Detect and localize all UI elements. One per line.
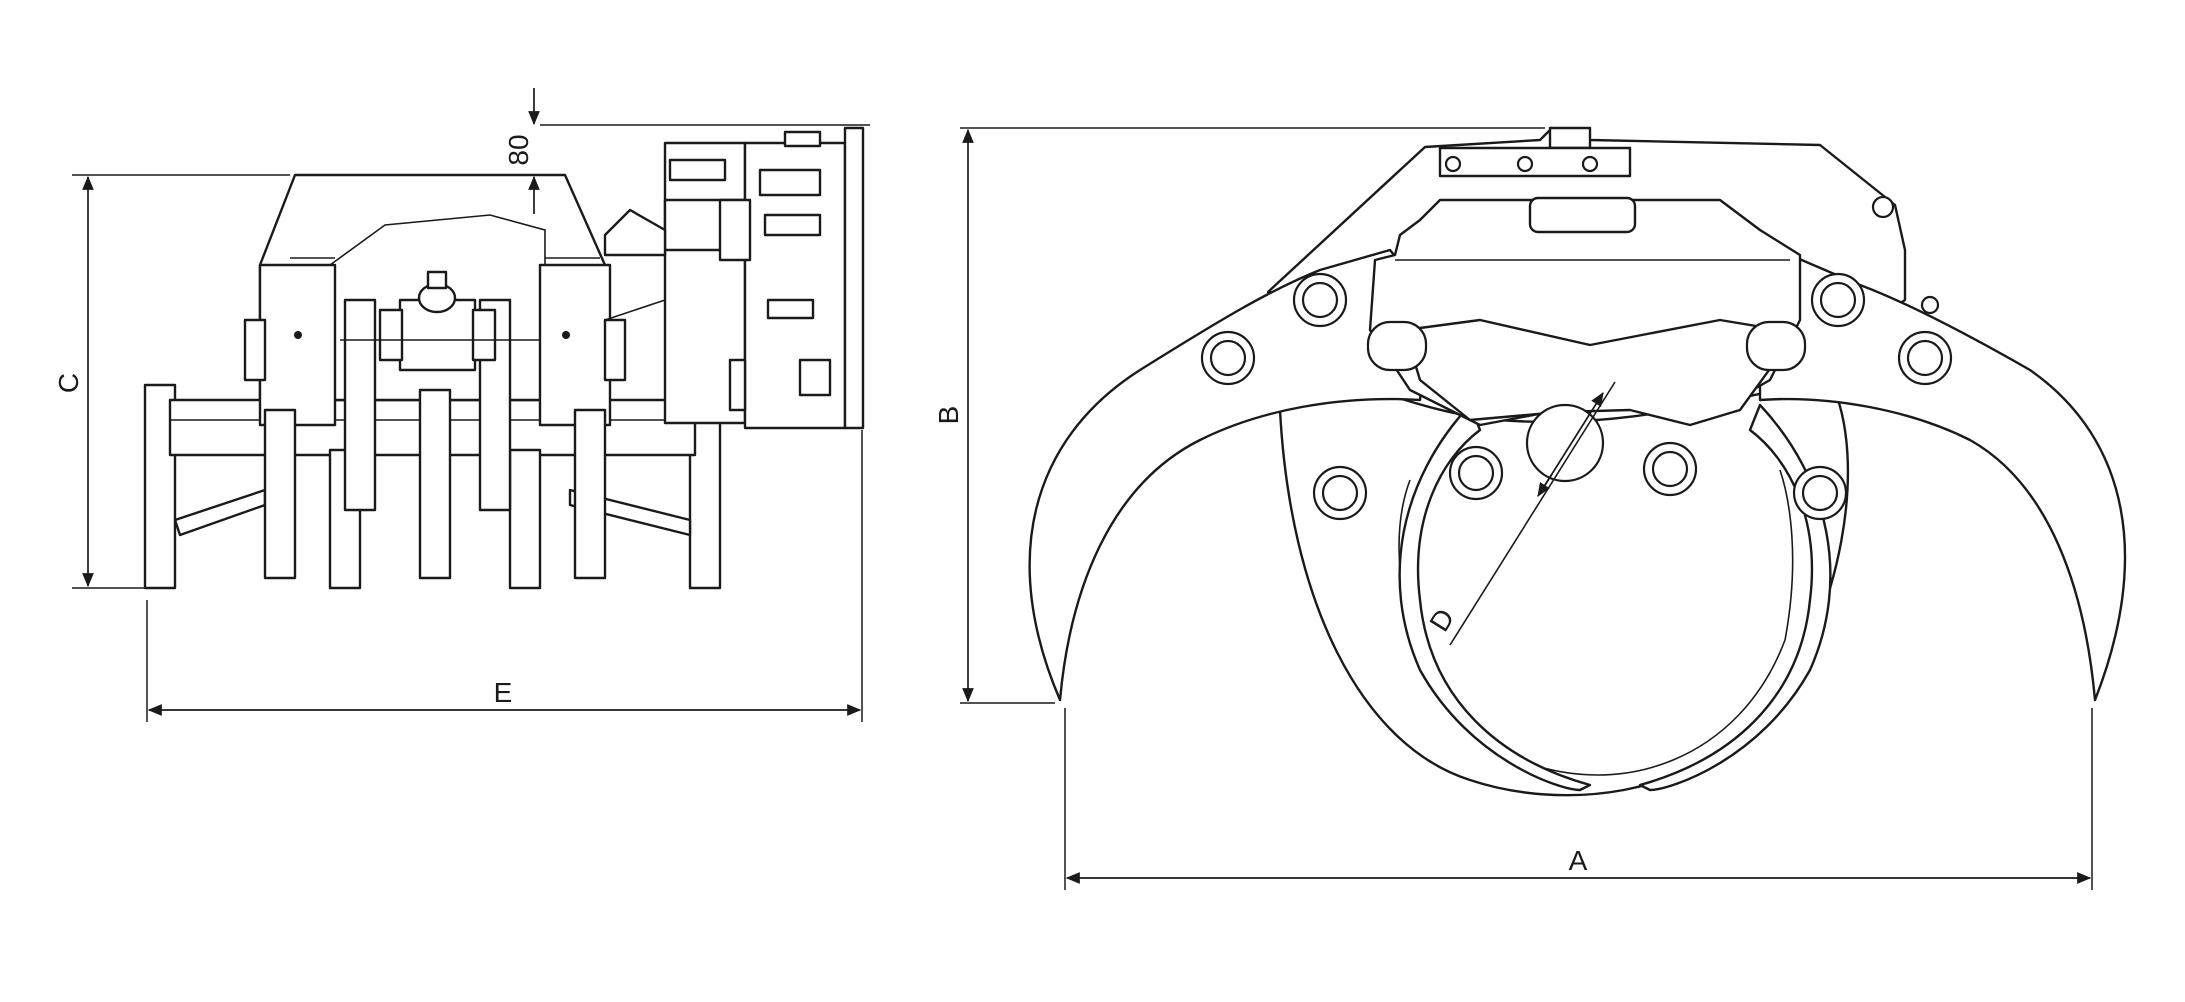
dimension-d: D: [1423, 381, 1616, 646]
label-e: E: [494, 677, 513, 708]
label-80: 80: [503, 134, 534, 165]
dimension-b: B: [933, 127, 1545, 704]
label-a: A: [1569, 845, 1588, 876]
dimension-c: C: [53, 174, 290, 589]
label-b: B: [933, 406, 964, 425]
dimension-e: E: [146, 430, 863, 722]
dimension-a: A: [1064, 708, 2093, 890]
front-view: [1028, 126, 2127, 797]
side-view: [143, 126, 865, 590]
dimension-80: 80: [503, 88, 870, 214]
label-c: C: [53, 373, 84, 393]
